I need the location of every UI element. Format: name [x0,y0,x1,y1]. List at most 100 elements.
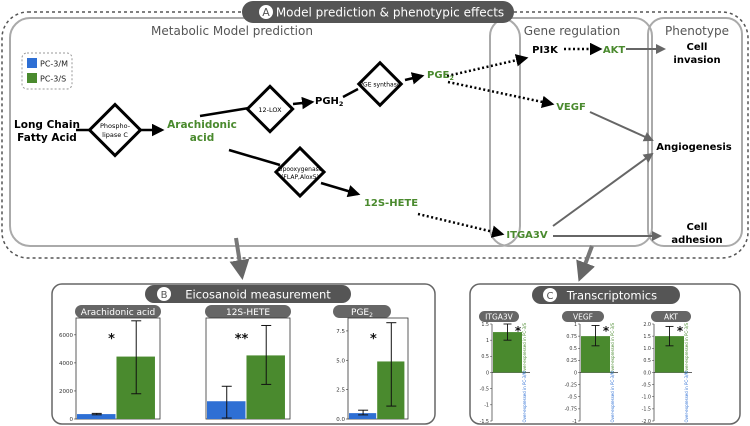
transcript-title-pill [651,311,691,322]
transcript-y-tick-label: 0 [486,370,489,376]
enzyme-diamond-lox [245,84,295,134]
arrow-vegf-angio [589,111,654,142]
transcript-title-pill [479,311,519,322]
header-title: Model prediction & phenotypic effects [276,6,504,20]
transcript-y-tick-label: -1.0 [642,395,651,401]
enzyme-label-pges: PGE synthase [359,82,400,89]
enzyme-label-plc-1: Phospho- [100,122,131,130]
arrow-itga3v-angio [552,152,654,227]
transcript-y-tick-label: 0.75 [566,334,577,340]
header-letter: A [262,6,270,19]
charts-layer: Arachidonic acid0200040006000*12S-HETE**… [59,305,692,425]
transcript-y-tick-label: 0.0 [643,370,651,376]
panel-c-letter: C [547,291,554,302]
legend-label-pc3m: PC-3/M [40,60,68,69]
transcript-y-tick-label: 1.5 [643,334,651,340]
transcript-y-tick-label: -0.25 [565,382,577,388]
legend-box [21,52,73,90]
node-adhesion-line2: adhesion [671,235,722,246]
significance-marker: * [603,324,610,338]
arrow-hete-itga3v [417,212,505,238]
significance-marker: * [108,332,115,347]
transcript-y-tick-label: -0.5 [480,386,489,392]
eicosanoid-title-pill [75,305,161,318]
arrow-lox-pgh2 [292,96,315,110]
enzyme-diamond-lipoxy [273,145,327,199]
transcript-title-pill [562,311,604,322]
transcript-y-tick-label: 0.5 [481,354,489,360]
eicosanoid-y-tick-label: 4000 [59,361,73,367]
label-overexpressed-pc3s: Over-expressed in PC-3/S [522,323,527,374]
transcript-y-tick-label: -0.5 [642,382,651,388]
node-aa-line2: acid [190,132,214,144]
arrow-lipoxy-hete [320,181,361,198]
panel-c-pill [532,286,680,304]
significance-marker: * [515,324,522,338]
transcript-y-tick-label: 0.25 [566,358,577,364]
node-aa-line1: Arachidonic [167,119,237,131]
significance-marker: * [677,324,684,338]
eicosanoid-title-pill [333,305,391,318]
transcript-chart-title: ITGA3V [485,313,514,322]
arrow-pge2-vegf [447,80,555,109]
metabolic-section-box [9,17,521,247]
transcript-y-tick-label: -2.0 [642,419,651,425]
node-invasion-line2: invasion [673,55,720,66]
node-invasion-line1: Cell [687,42,708,53]
transcript-y-tick-label: 1 [574,322,577,328]
metabolic-section-title: Metabolic Model prediction [151,24,313,38]
eicosanoid-chart-title: PGE2 [351,308,373,319]
enzyme-diamond-pges [356,60,404,108]
node-angiogenesis: Angiogenesis [656,142,732,153]
eicosanoid-y-tick-label: 0.0 [336,417,345,423]
panel-b-pill [145,285,351,303]
node-akt: AKT [603,45,625,56]
legend-swatch-pc3m [27,58,37,68]
node-hete: 12S-HETE [364,198,418,209]
transcript-chart-title: AKT [664,313,678,322]
enzyme-label-lox: 12-LOX [258,106,282,114]
arrow-aa-lox [199,106,250,118]
transcript-y-tick-label: -0.75 [565,407,577,413]
bar-pc3m [77,414,116,419]
significance-marker: ** [235,332,249,347]
enzyme-label-plc-2: lipase C [102,131,128,139]
legend-label-pc3s: PC-3/S [40,75,66,84]
eicosanoid-chart-title: Arachidonic acid [81,308,155,318]
eicosanoid-y-tick-label: 5.0 [336,358,345,364]
label-overexpressed-pc3s: Over-expressed in PC-3/S [610,323,615,374]
transcript-y-tick-label: 1.5 [481,322,489,328]
arrow-pgh2-pges [342,87,359,99]
bar-pc3m [349,413,377,419]
node-pge2: PGE2 [427,70,454,82]
eicosanoid-chart-title: 12S-HETE [226,308,270,318]
legend-swatch-pc3s [27,73,37,83]
transcript-y-tick-label: -0.5 [568,395,577,401]
label-overexpressed-pc3m: Over-expressed in PC-3/M [610,370,615,422]
transcript-y-tick-label: 0.5 [569,346,577,352]
transcript-y-tick-label: 1 [486,338,489,344]
eicosanoid-y-tick-label: 7.5 [336,329,345,335]
outer-frame [1,11,749,259]
panel-c-frame [469,283,741,425]
eicosanoid-y-tick-label: 0 [70,417,74,423]
panel-b-letter-badge [157,287,171,301]
node-pgh2: PGH2 [315,96,343,108]
header-letter-badge [258,4,274,20]
arrow-pges-pge2 [404,72,425,85]
label-overexpressed-pc3m: Over-expressed in PC-3/M [684,370,689,422]
transcript-chart-title: VEGF [573,313,593,322]
transcript-y-tick-label: -1 [572,419,577,425]
label-overexpressed-pc3s: Over-expressed in PC-3/S [684,323,689,374]
bar-pc3m [207,401,246,419]
transcript-y-tick-label: 0.5 [643,358,651,364]
node-pi3k: PI3K [532,45,559,56]
arrow-aa-lipoxy [228,148,281,167]
panel-b-letter: B [161,290,168,301]
panel-c-letter-badge [543,288,557,302]
transcript-y-tick-label: -1 [484,403,489,409]
transcript-y-tick-label: 2.0 [643,322,651,328]
panel-c-title: Transcriptomics [566,289,657,303]
node-adhesion-line1: Cell [687,222,708,233]
enzyme-label-lipoxy-2: (FLAP,Alox5) [281,174,319,181]
